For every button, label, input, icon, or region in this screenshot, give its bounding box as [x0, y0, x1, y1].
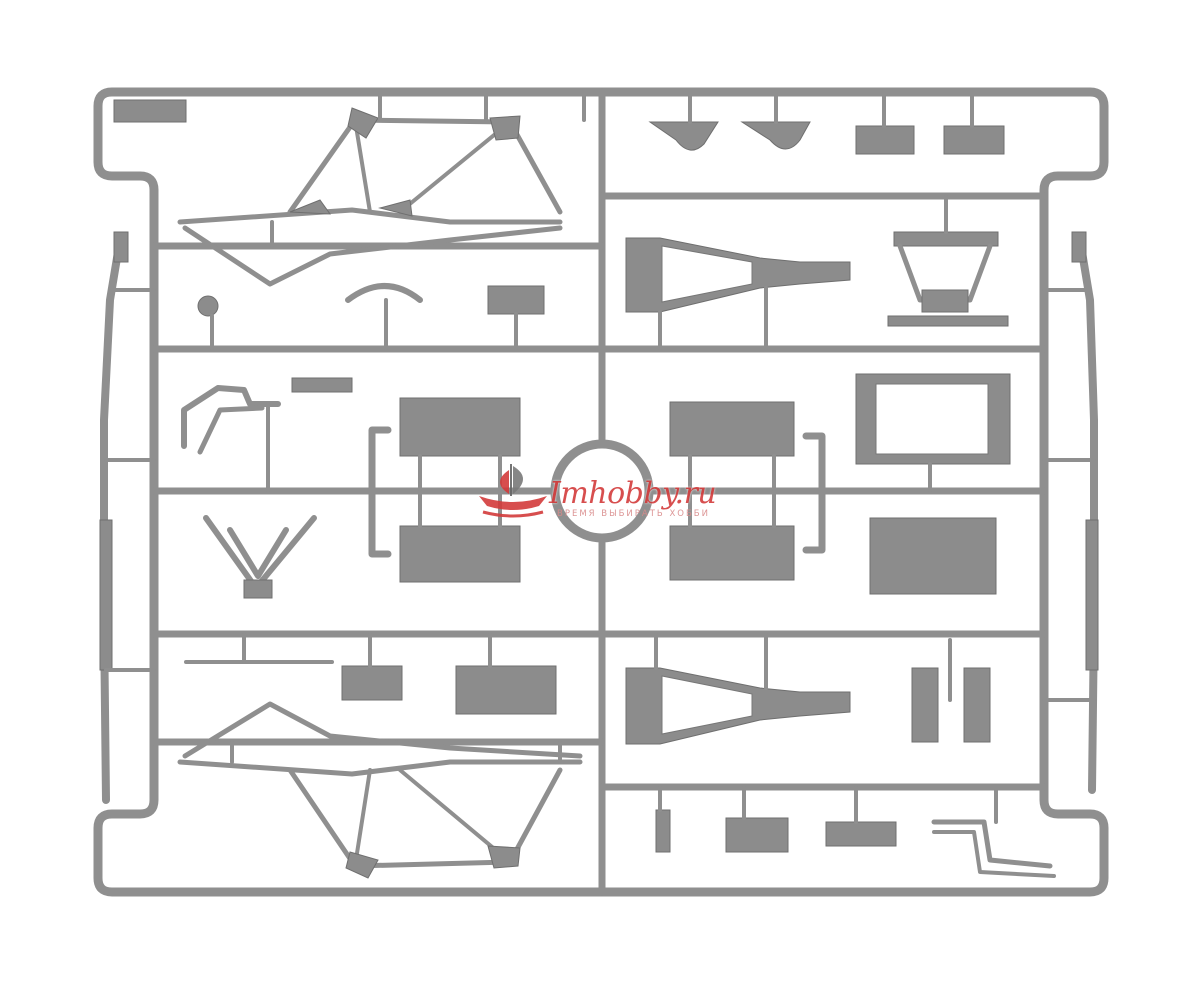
sprue-tag	[113, 99, 187, 123]
attachment-gates	[210, 94, 948, 824]
right-side-rail	[1042, 231, 1099, 794]
small-knob-part	[197, 295, 219, 317]
window-frame-part	[855, 373, 1011, 493]
frame-part-top-left	[177, 107, 563, 287]
block-part-b	[455, 665, 557, 715]
pipe-parts-left	[181, 377, 353, 493]
center-ring	[550, 439, 654, 543]
v-base	[243, 579, 273, 599]
left-side-rail	[99, 231, 156, 804]
arch-part	[345, 283, 423, 303]
watermark-site: Imhobby.ru	[549, 476, 717, 511]
sprue-outer-frame	[93, 87, 1109, 897]
tray-part-upper	[625, 231, 1009, 327]
block-part-a	[341, 665, 403, 701]
bottom-right-small-parts	[655, 788, 1056, 878]
tray-part-lower	[625, 638, 991, 745]
v-shaped-part	[203, 515, 317, 591]
bracket-parts-top-right	[648, 94, 1005, 155]
panel-parts-right	[669, 401, 826, 581]
panel-parts-left	[368, 397, 521, 583]
box-part	[869, 517, 997, 595]
watermark-tagline: ВРЕМЯ ВЫБИРАТЬ ХОББИ	[557, 509, 710, 519]
frame-part-bottom-left	[177, 701, 583, 879]
ship-logo-icon	[479, 464, 547, 518]
watermark: Imhobby.ru ВРЕМЯ ВЫБИРАТЬ ХОББИ	[473, 456, 763, 526]
small-block-part	[487, 285, 545, 315]
